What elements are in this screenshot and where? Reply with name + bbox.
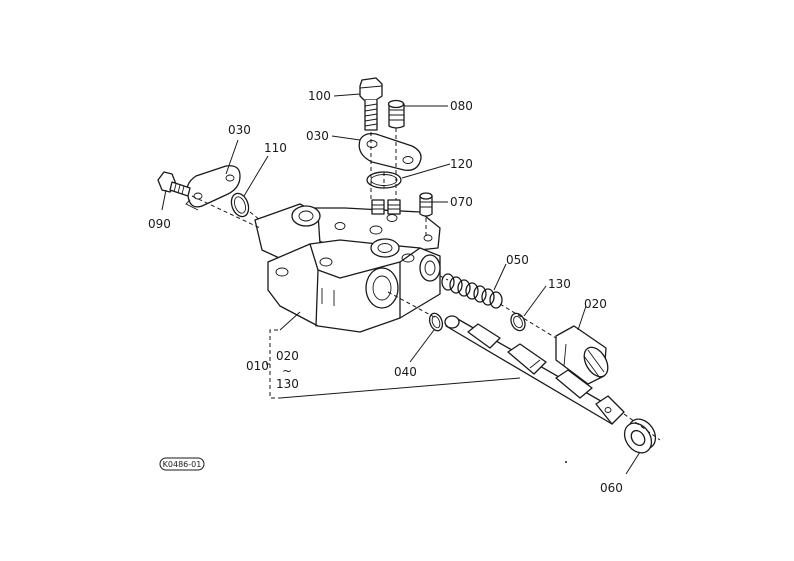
cover-plate-030-left [185,165,241,211]
spring-050 [441,273,503,309]
o-ring-130 [510,312,526,332]
body-top-plugs [371,199,401,215]
label-020: 020 [584,297,607,311]
o-ring-040 [428,312,444,332]
stray-dot [565,461,567,463]
bolt-090 [157,171,191,197]
assembly-bracket [264,311,521,399]
label-040: 040 [394,365,417,379]
label-100: 100 [308,89,331,103]
label-tilde: ~ [282,364,292,378]
plug-080 [387,99,405,129]
cap-020 [555,325,609,385]
assembly-axis-lines [191,128,661,441]
cover-plate-030-top [358,132,422,171]
label-030-top: 030 [306,129,329,143]
label-090: 090 [148,217,171,231]
reference-badge: K0486-01 [159,457,205,471]
label-130-bracket: 130 [276,377,299,391]
seal-060 [623,418,657,454]
spool-shaft [444,315,625,425]
label-080: 080 [450,99,473,113]
label-020-bracket: 020 [276,349,299,363]
valve-body [254,203,441,333]
label-110: 110 [264,141,287,155]
label-120: 120 [450,157,473,171]
label-050: 050 [506,253,529,267]
label-060: 060 [600,481,623,495]
bolt-100 [359,77,383,131]
plug-070 [419,192,433,217]
leader-lines [161,93,641,475]
part-labels: 100 080 030 030 110 120 070 090 050 130 … [148,89,623,495]
label-030-left: 030 [228,123,251,137]
reference-code: K0486-01 [163,460,202,469]
label-010: 010 [246,359,269,373]
o-ring-110 [230,192,250,218]
label-070: 070 [450,195,473,209]
label-130: 130 [548,277,571,291]
